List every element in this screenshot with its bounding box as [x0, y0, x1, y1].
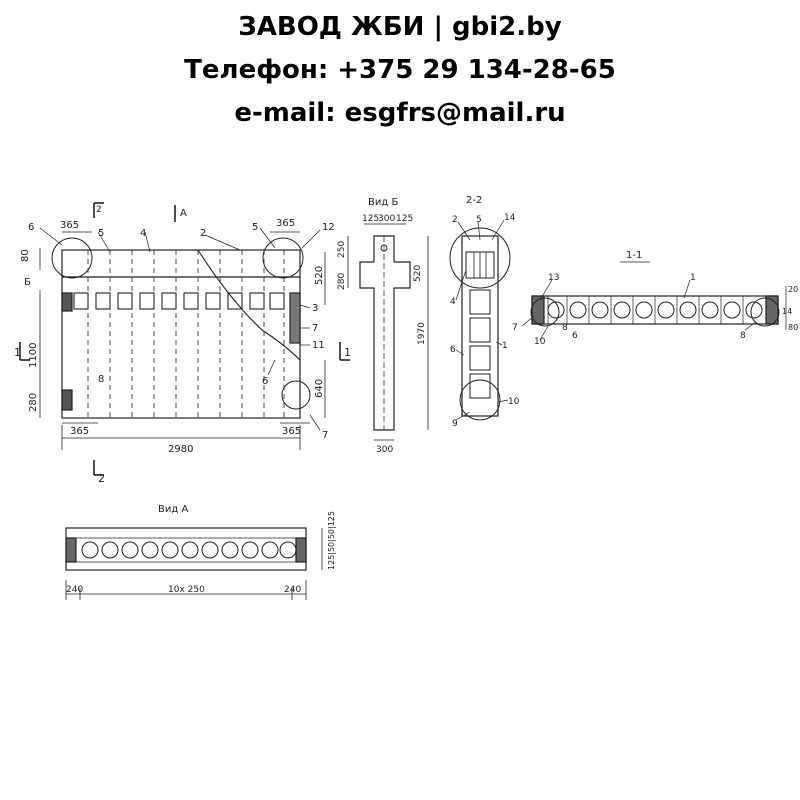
callout-6-top: 6: [28, 222, 34, 233]
callout-11: 11: [312, 340, 325, 351]
view-a-labels: Вид А 240 10х 250 240 125|50|50|125: [66, 504, 336, 595]
s11-dim-80: 80: [788, 323, 798, 332]
s11-callout-6: 6: [572, 331, 578, 341]
callout-12: 12: [322, 222, 335, 233]
s11-callout-8-right: 8: [740, 331, 746, 341]
main-front-view: [19, 202, 350, 476]
callout-4: 4: [140, 228, 146, 239]
view-arrow-b: Б: [24, 277, 31, 288]
detail-circle-right: [262, 237, 304, 279]
view-b-dim-125-left: 125: [362, 214, 379, 224]
view-b: [347, 223, 429, 441]
section-2-2-labels: 2-2 2 5 14 4 6 1 9 10: [450, 195, 520, 429]
callout-3: 3: [312, 303, 318, 314]
hollow-cores: [73, 292, 285, 310]
section-mark-2-bottom: 2: [98, 472, 105, 485]
view-a-dim-middle: 10х 250: [168, 585, 205, 595]
callout-6-bottom: 6: [262, 376, 268, 387]
s11-dim-20: 20: [788, 285, 798, 294]
s11-callout-8-left: 8: [562, 323, 568, 333]
view-b-dim-520: 520: [413, 265, 423, 282]
callout-8: 8: [98, 374, 104, 385]
leader-lines: [39, 227, 321, 431]
panel-internal-lines: [87, 250, 285, 418]
view-b-labels: Вид Б 125 300 125 280 250 520 1970 300: [337, 197, 427, 455]
s22-callout-6: 6: [450, 345, 456, 355]
dim-365-bottom-left: 365: [70, 426, 89, 437]
section-1-1-detail-right: [750, 297, 780, 327]
main-view-labels: 365 365 80 520 1100 280 640 365 365 2980…: [14, 205, 351, 485]
section-1-1-labels: 1-1 13 1 7 8 6 8 10 20 14 80: [512, 250, 798, 347]
s22-callout-5: 5: [476, 215, 482, 225]
section-marks: [19, 202, 350, 476]
view-a-title: Вид А: [158, 504, 188, 515]
s22-callout-9: 9: [452, 419, 458, 429]
view-b-dim-125-right: 125: [396, 214, 413, 224]
view-b-dim-280: 280: [337, 273, 347, 290]
s11-callout-10: 10: [534, 337, 546, 347]
cutaway-line: [197, 249, 301, 361]
s11-dim-14: 14: [782, 307, 792, 316]
detail-circle-bottom: [281, 380, 311, 410]
section-1-1: [521, 261, 787, 341]
s22-callout-2: 2: [452, 215, 458, 225]
end-block-right: [289, 292, 301, 344]
dim-1100: 1100: [28, 343, 39, 368]
s11-callout-7: 7: [512, 323, 518, 333]
dim-2980: 2980: [168, 444, 193, 455]
view-b-dim-1970: 1970: [417, 322, 427, 345]
company-title: ЗАВОД ЖБИ | gbi2.by: [238, 12, 562, 42]
dim-365-bottom-right: 365: [282, 426, 301, 437]
section-1-1-title: 1-1: [626, 250, 642, 261]
view-b-dim-300-bottom: 300: [376, 445, 393, 455]
view-b-outline: [359, 235, 411, 431]
dim-520: 520: [314, 266, 325, 285]
s22-callout-10: 10: [508, 397, 520, 407]
view-a-dim-240-left: 240: [66, 585, 83, 595]
contact-header: ЗАВОД ЖБИ | gbi2.by Телефон: +375 29 134…: [0, 6, 800, 135]
email-line: e-mail: esgfrs@mail.ru: [234, 98, 566, 128]
s22-callout-4: 4: [450, 297, 456, 307]
end-block-bottom-left: [61, 389, 73, 411]
callout-5-left: 5: [98, 228, 104, 239]
s11-callout-1: 1: [690, 273, 696, 283]
dim-640: 640: [314, 379, 325, 398]
section-1-1-detail-left: [530, 297, 560, 327]
section-mark-1-left: 1: [14, 346, 21, 359]
s11-callout-13: 13: [548, 273, 559, 283]
callout-7-bottom: 7: [322, 430, 328, 441]
dim-80: 80: [20, 249, 31, 262]
detail-circle-left: [51, 237, 93, 279]
main-dimensions: [39, 231, 326, 450]
callout-2: 2: [200, 228, 206, 239]
view-b-dim-250: 250: [337, 241, 347, 258]
view-b-dim-300: 300: [378, 214, 395, 224]
view-b-title: Вид Б: [368, 197, 398, 208]
section-2-2: [449, 219, 511, 421]
s22-callout-14: 14: [504, 213, 516, 223]
view-a-dim-240-right: 240: [284, 585, 301, 595]
view-a: [65, 527, 323, 600]
end-block-top-left: [61, 292, 73, 312]
dim-365-top-right: 365: [276, 218, 295, 229]
section-mark-1-right: 1: [344, 346, 351, 359]
view-arrow-a: А: [180, 208, 187, 219]
section-2-2-detail-top: [449, 227, 511, 289]
phone-line: Телефон: +375 29 134-28-65: [184, 55, 616, 85]
callout-7-mid: 7: [312, 323, 318, 334]
section-2-2-detail-bottom: [459, 379, 501, 421]
section-2-2-outline: [461, 235, 499, 417]
section-mark-2-top: 2: [96, 205, 102, 215]
dim-280: 280: [28, 393, 39, 412]
s22-callout-1: 1: [502, 341, 508, 351]
view-a-dims-right: 125|50|50|125: [327, 511, 336, 570]
section-2-2-title: 2-2: [466, 195, 482, 206]
callout-5-right: 5: [252, 222, 258, 233]
dim-365-top-left: 365: [60, 220, 79, 231]
